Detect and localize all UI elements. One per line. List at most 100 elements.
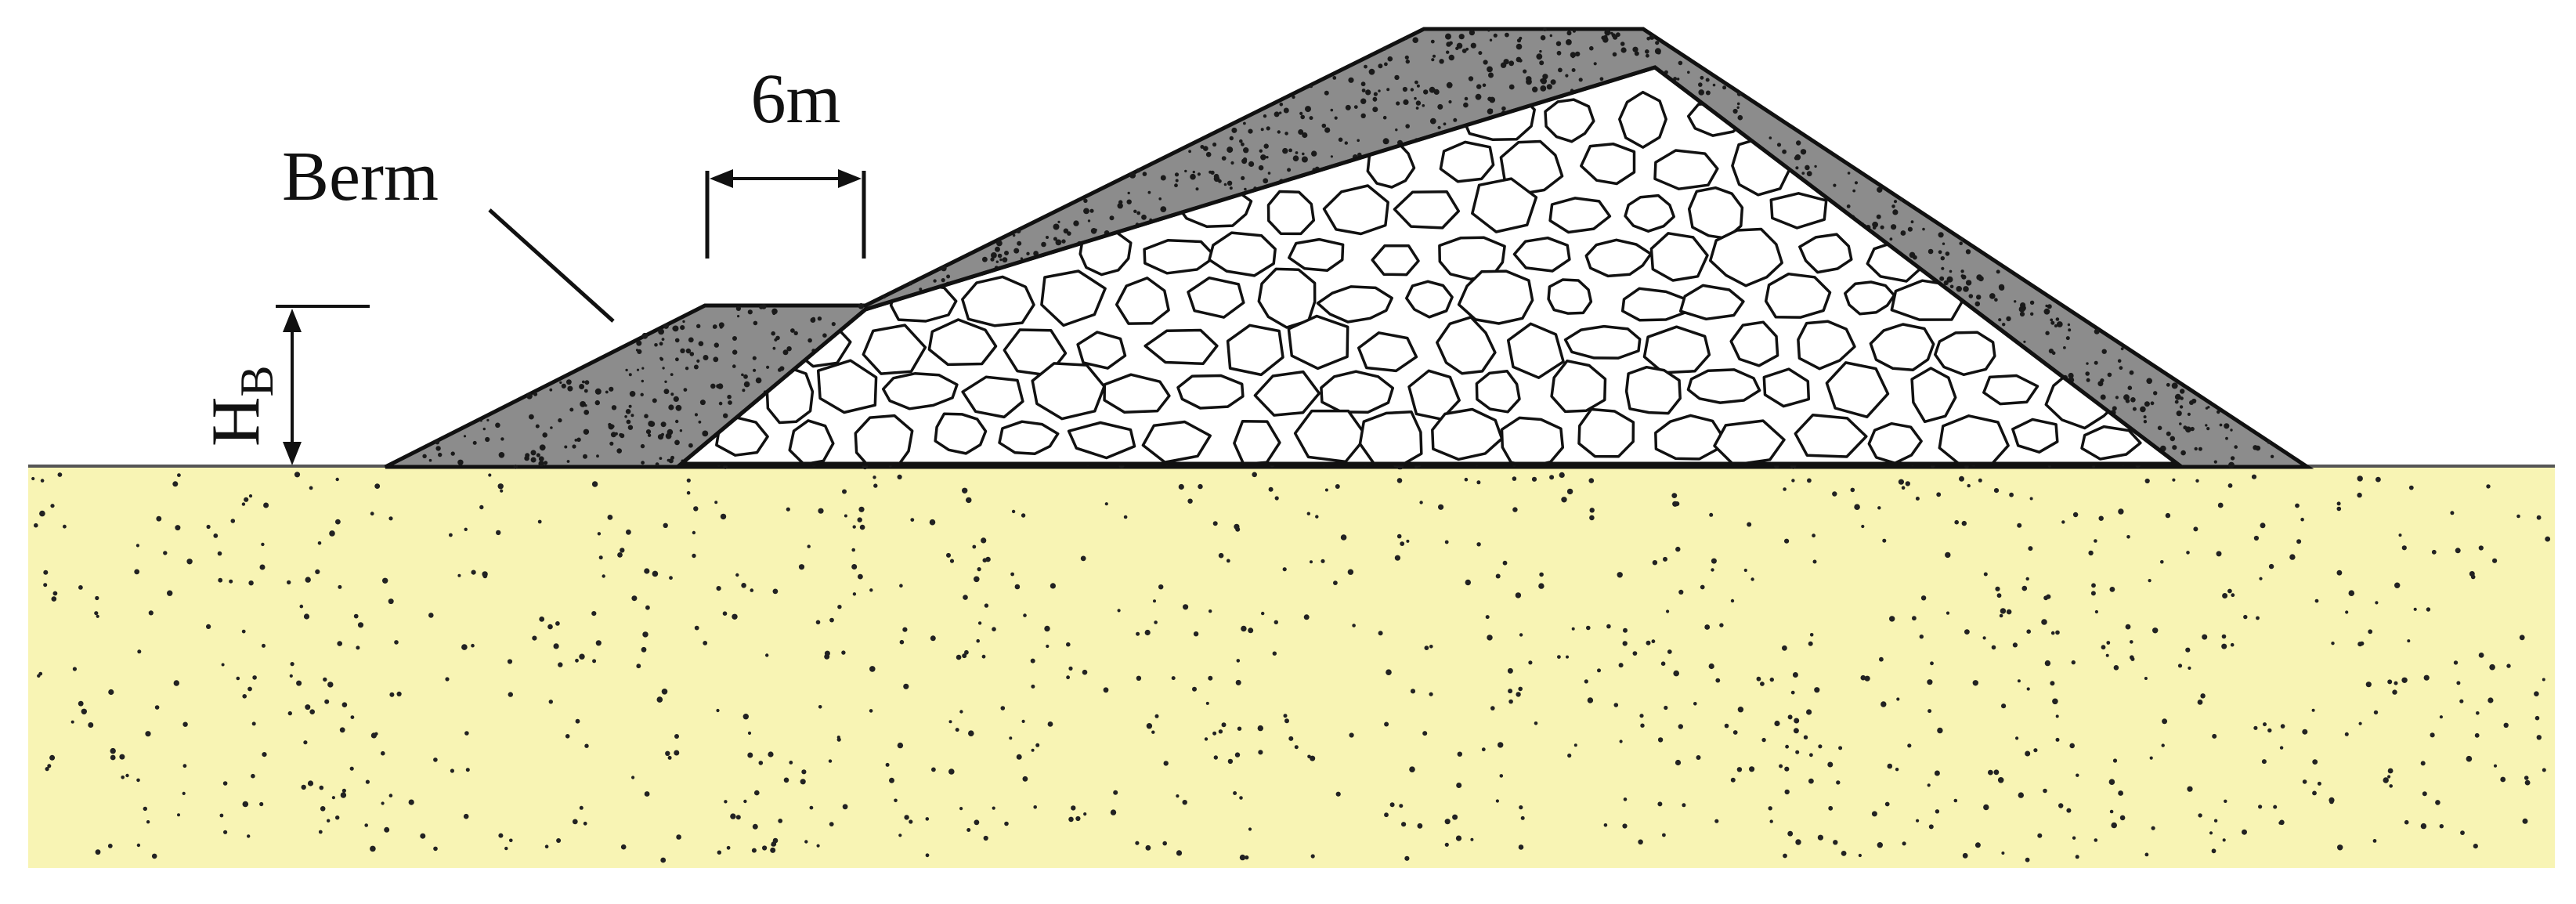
- armor-speckle: [1209, 170, 1212, 174]
- armor-speckle: [2176, 410, 2182, 417]
- armor-speckle: [583, 410, 590, 415]
- sand-speckle: [1769, 677, 1774, 682]
- armor-speckle: [1422, 104, 1425, 107]
- sand-speckle: [2450, 511, 2455, 515]
- sand-speckle: [1518, 844, 1524, 850]
- sand-speckle: [374, 732, 378, 736]
- rock: [1713, 419, 1786, 464]
- sand-speckle: [722, 611, 728, 616]
- sand-speckle: [299, 604, 304, 609]
- armor-speckle: [737, 315, 740, 318]
- sand-speckle: [636, 664, 641, 669]
- sand-speckle: [1274, 496, 1279, 501]
- sand-speckle: [579, 805, 583, 810]
- armor-speckle: [659, 356, 663, 360]
- sand-speckle: [1567, 753, 1572, 758]
- armor-speckle: [1645, 49, 1649, 54]
- sand-speckle: [1499, 774, 1504, 778]
- armor-speckle: [428, 458, 432, 462]
- rock: [961, 275, 1035, 327]
- sand-speckle: [591, 611, 597, 617]
- sand-speckle: [1205, 701, 1209, 705]
- sand-speckle: [1539, 572, 1544, 577]
- armor-speckle: [822, 333, 827, 338]
- sand-speckle: [2375, 601, 2379, 605]
- sand-speckle: [1861, 524, 1865, 529]
- sand-speckle: [930, 635, 936, 642]
- armor-speckle: [1279, 111, 1282, 114]
- rock: [1358, 410, 1423, 464]
- sand-speckle: [2243, 614, 2248, 620]
- sand-speckle: [1724, 723, 1729, 729]
- armor-speckle: [1519, 36, 1523, 40]
- sand-speckle: [2317, 781, 2321, 786]
- armor-speckle: [1330, 108, 1334, 112]
- armor-speckle: [1321, 123, 1327, 128]
- armor-speckle: [1089, 208, 1094, 213]
- armor-speckle: [1373, 92, 1378, 96]
- armor-speckle: [636, 368, 640, 371]
- sand-speckle: [2111, 822, 2117, 829]
- armor-speckle: [584, 404, 587, 407]
- sand-speckle: [287, 580, 291, 585]
- armor-speckle: [717, 383, 724, 389]
- sand-speckle: [2329, 799, 2334, 805]
- sand-speckle: [1004, 821, 1009, 826]
- armor-speckle: [1470, 42, 1476, 49]
- sand-speckle: [959, 710, 963, 714]
- sand-speckle: [2230, 642, 2235, 647]
- sand-speckle: [992, 627, 996, 631]
- armor-speckle: [727, 394, 732, 400]
- armor-speckle: [513, 465, 518, 469]
- armor-speckle: [648, 421, 655, 427]
- sand-speckle: [242, 801, 249, 808]
- sand-speckle: [331, 796, 335, 800]
- armor-speckle: [1571, 68, 1576, 72]
- armor-speckle: [1852, 189, 1856, 193]
- armor-speckle: [2230, 428, 2233, 432]
- armor-speckle: [2174, 400, 2179, 404]
- armor-speckle: [1287, 168, 1292, 172]
- sand-speckle: [217, 551, 222, 556]
- sand-speckle: [2149, 756, 2153, 760]
- armor-speckle: [1212, 142, 1217, 147]
- sand-speckle: [1988, 769, 1993, 776]
- sand-speckle: [70, 720, 74, 724]
- sand-speckle: [2345, 610, 2349, 614]
- sand-speckle: [1978, 478, 1982, 483]
- sand-speckle: [2075, 855, 2079, 859]
- rock: [1512, 236, 1571, 273]
- armor-speckle: [664, 380, 667, 383]
- sand-speckle: [315, 569, 320, 575]
- sand-speckle: [726, 845, 731, 850]
- sand-speckle: [1031, 684, 1035, 689]
- sand-speckle: [547, 624, 553, 630]
- sand-speckle: [223, 830, 228, 834]
- armor-speckle: [1129, 172, 1136, 179]
- armor-speckle: [611, 425, 615, 428]
- sand-speckle: [2061, 520, 2065, 524]
- sand-speckle: [724, 800, 728, 804]
- rock: [1844, 280, 1896, 316]
- sand-speckle: [1204, 737, 1209, 741]
- sand-speckle: [305, 704, 311, 711]
- sand-speckle: [674, 750, 680, 756]
- armor-speckle: [1301, 156, 1308, 163]
- sand-speckle: [1257, 725, 1264, 732]
- sand-speckle: [305, 577, 311, 583]
- sand-speckle: [857, 517, 862, 523]
- sand-speckle: [899, 639, 905, 645]
- sand-speckle: [1934, 770, 1940, 776]
- armor-speckle: [1974, 301, 1981, 307]
- armor-speckle: [1572, 29, 1576, 33]
- sand-speckle: [1226, 559, 1230, 563]
- sand-speckle: [1198, 483, 1203, 490]
- armor-speckle: [1263, 114, 1267, 118]
- sand-speckle: [137, 649, 142, 654]
- armor-speckle: [1892, 209, 1899, 215]
- sand-speckle: [544, 844, 549, 848]
- armor-speckle: [1142, 172, 1147, 176]
- armor-speckle: [1540, 34, 1546, 41]
- armor-speckle: [1160, 175, 1166, 181]
